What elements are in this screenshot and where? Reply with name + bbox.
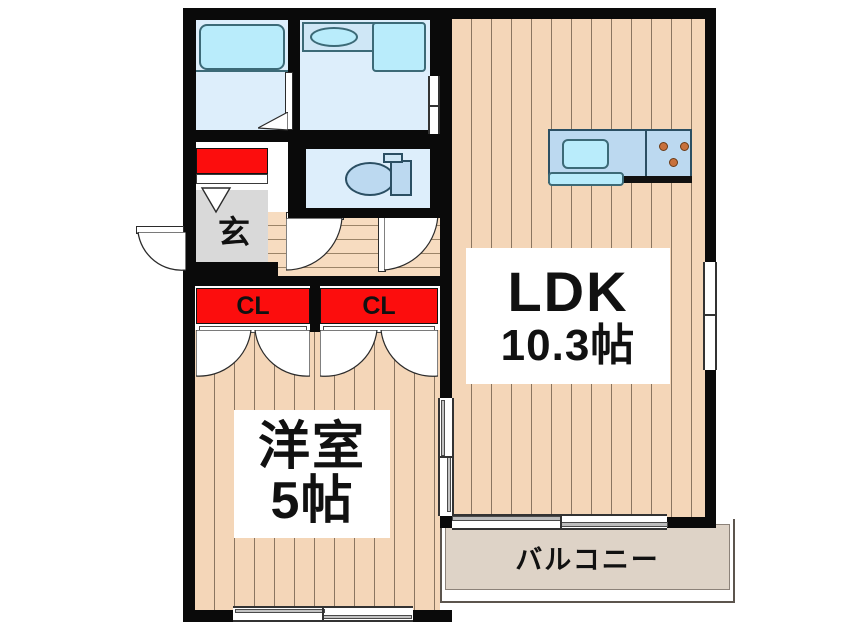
stove-burner-1 (659, 142, 668, 151)
wall-toilet-left (288, 140, 306, 216)
entrance-step-marker (200, 187, 232, 214)
wall-toilet-right (430, 138, 442, 216)
closet-left-box: CL (196, 288, 310, 324)
stove-burner-2 (680, 142, 689, 151)
entrance-door-arc[interactable] (136, 232, 186, 274)
wall-ldk-top (440, 8, 716, 19)
washroom-door-post (428, 105, 440, 107)
toilet-tank (390, 160, 412, 196)
stove-divider (645, 129, 647, 179)
window-western-center-post (322, 606, 324, 622)
window-western-leaf-b[interactable] (322, 615, 412, 619)
toilet-door-arc[interactable] (286, 218, 346, 274)
vanity-sink (310, 27, 358, 47)
window-ldk-balcony-leaf-a[interactable] (452, 516, 562, 521)
wall-bath-left (183, 8, 196, 140)
window-ldk-right-mullion (703, 314, 717, 316)
toilet-flush-lever (383, 153, 403, 163)
shoe-cabinet (196, 148, 268, 174)
closet-right-door-arcs[interactable] (320, 330, 438, 382)
washer-pan (372, 22, 426, 72)
ldk-door-arc[interactable] (384, 212, 442, 274)
window-western-leaf-a[interactable] (235, 609, 325, 613)
wall-entrance-left (183, 140, 196, 276)
closet-right-box: CL (320, 288, 438, 324)
window-ldk-balcony-leaf-b[interactable] (560, 522, 668, 527)
window-ldk-balcony-center-post (560, 514, 562, 530)
entrance-floor (196, 190, 268, 262)
wall-washroom-top (288, 8, 442, 20)
sliding-door-center-post (438, 456, 454, 458)
wall-toilet-bottom (288, 208, 442, 218)
room-label-ldk: LDK 10.3帖 (466, 248, 670, 384)
western-size: 5帖 (270, 472, 354, 530)
wall-toilet-top (288, 138, 440, 149)
wall-bath-washroom-divider (288, 8, 298, 72)
room-label-western: 洋室 5帖 (234, 410, 390, 538)
wall-bath-top (183, 8, 291, 20)
stove-burner-3 (669, 158, 678, 167)
bathroom-door-leaf[interactable] (285, 72, 293, 130)
bathroom-door-arc[interactable] (258, 112, 288, 132)
ldk-name: LDK (507, 260, 629, 323)
shoe-cabinet-shelf (196, 174, 268, 184)
western-name: 洋室 (257, 418, 366, 476)
wall-western-left (183, 276, 195, 622)
balcony-label: バルコニー (515, 544, 660, 575)
closet-left-door-arcs[interactable] (196, 330, 310, 382)
range-hood-bar (548, 172, 624, 186)
balcony-outer-trim (440, 519, 735, 603)
bathtub-ledge (196, 70, 288, 72)
kitchen-sink (562, 139, 609, 169)
entrance-label: 玄 (217, 214, 250, 250)
window-ldk-right[interactable] (703, 262, 717, 370)
ldk-size: 10.3帖 (500, 321, 636, 370)
wall-between-closets (310, 276, 320, 332)
sliding-door-leaf-a[interactable] (441, 400, 445, 456)
wall-entrance-bottom (183, 262, 278, 276)
wall-washroom-bottom (288, 130, 442, 140)
sliding-door-leaf-b[interactable] (447, 456, 451, 512)
wall-ldk-left-upper (440, 8, 452, 270)
wall-bath-bottom (183, 130, 291, 142)
toilet-bowl (345, 162, 395, 196)
bathtub (199, 24, 285, 70)
